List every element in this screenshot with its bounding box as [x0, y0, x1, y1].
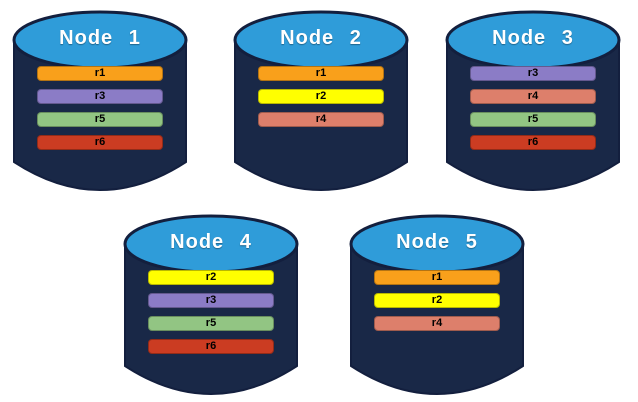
- node-title: Node 5: [396, 231, 478, 253]
- node-title: Node 3: [492, 27, 574, 49]
- range-bar-r4: r4: [470, 89, 596, 104]
- range-bar-r6: r6: [37, 135, 163, 150]
- range-bars: r3 r4 r5 r6: [445, 66, 621, 150]
- node-title: Node 2: [280, 27, 362, 49]
- range-bar-r3: r3: [37, 89, 163, 104]
- range-bar-r3: r3: [148, 293, 274, 308]
- range-bar-r2: r2: [258, 89, 384, 104]
- range-bar-r5: r5: [148, 316, 274, 331]
- database-node-3: Node 3 r3 r4 r5 r6: [445, 8, 621, 192]
- range-bar-r2: r2: [374, 293, 500, 308]
- range-bar-r4: r4: [374, 316, 500, 331]
- range-bar-r1: r1: [258, 66, 384, 81]
- node-title: Node 1: [59, 27, 141, 49]
- range-bar-r6: r6: [470, 135, 596, 150]
- range-bar-r1: r1: [37, 66, 163, 81]
- range-bar-r2: r2: [148, 270, 274, 285]
- node-title: Node 4: [170, 231, 252, 253]
- range-bars: r1 r2 r4: [233, 66, 409, 127]
- range-bar-r5: r5: [470, 112, 596, 127]
- range-bars: r2 r3 r5 r6: [123, 270, 299, 354]
- database-node-2: Node 2 r1 r2 r4: [233, 8, 409, 192]
- range-bar-r6: r6: [148, 339, 274, 354]
- range-bar-r4: r4: [258, 112, 384, 127]
- range-bar-r1: r1: [374, 270, 500, 285]
- range-bar-r5: r5: [37, 112, 163, 127]
- range-bar-r3: r3: [470, 66, 596, 81]
- database-node-1: Node 1 r1 r3 r5 r6: [12, 8, 188, 192]
- range-bars: r1 r2 r4: [349, 270, 525, 331]
- database-node-5: Node 5 r1 r2 r4: [349, 212, 525, 396]
- database-node-4: Node 4 r2 r3 r5 r6: [123, 212, 299, 396]
- range-bars: r1 r3 r5 r6: [12, 66, 188, 150]
